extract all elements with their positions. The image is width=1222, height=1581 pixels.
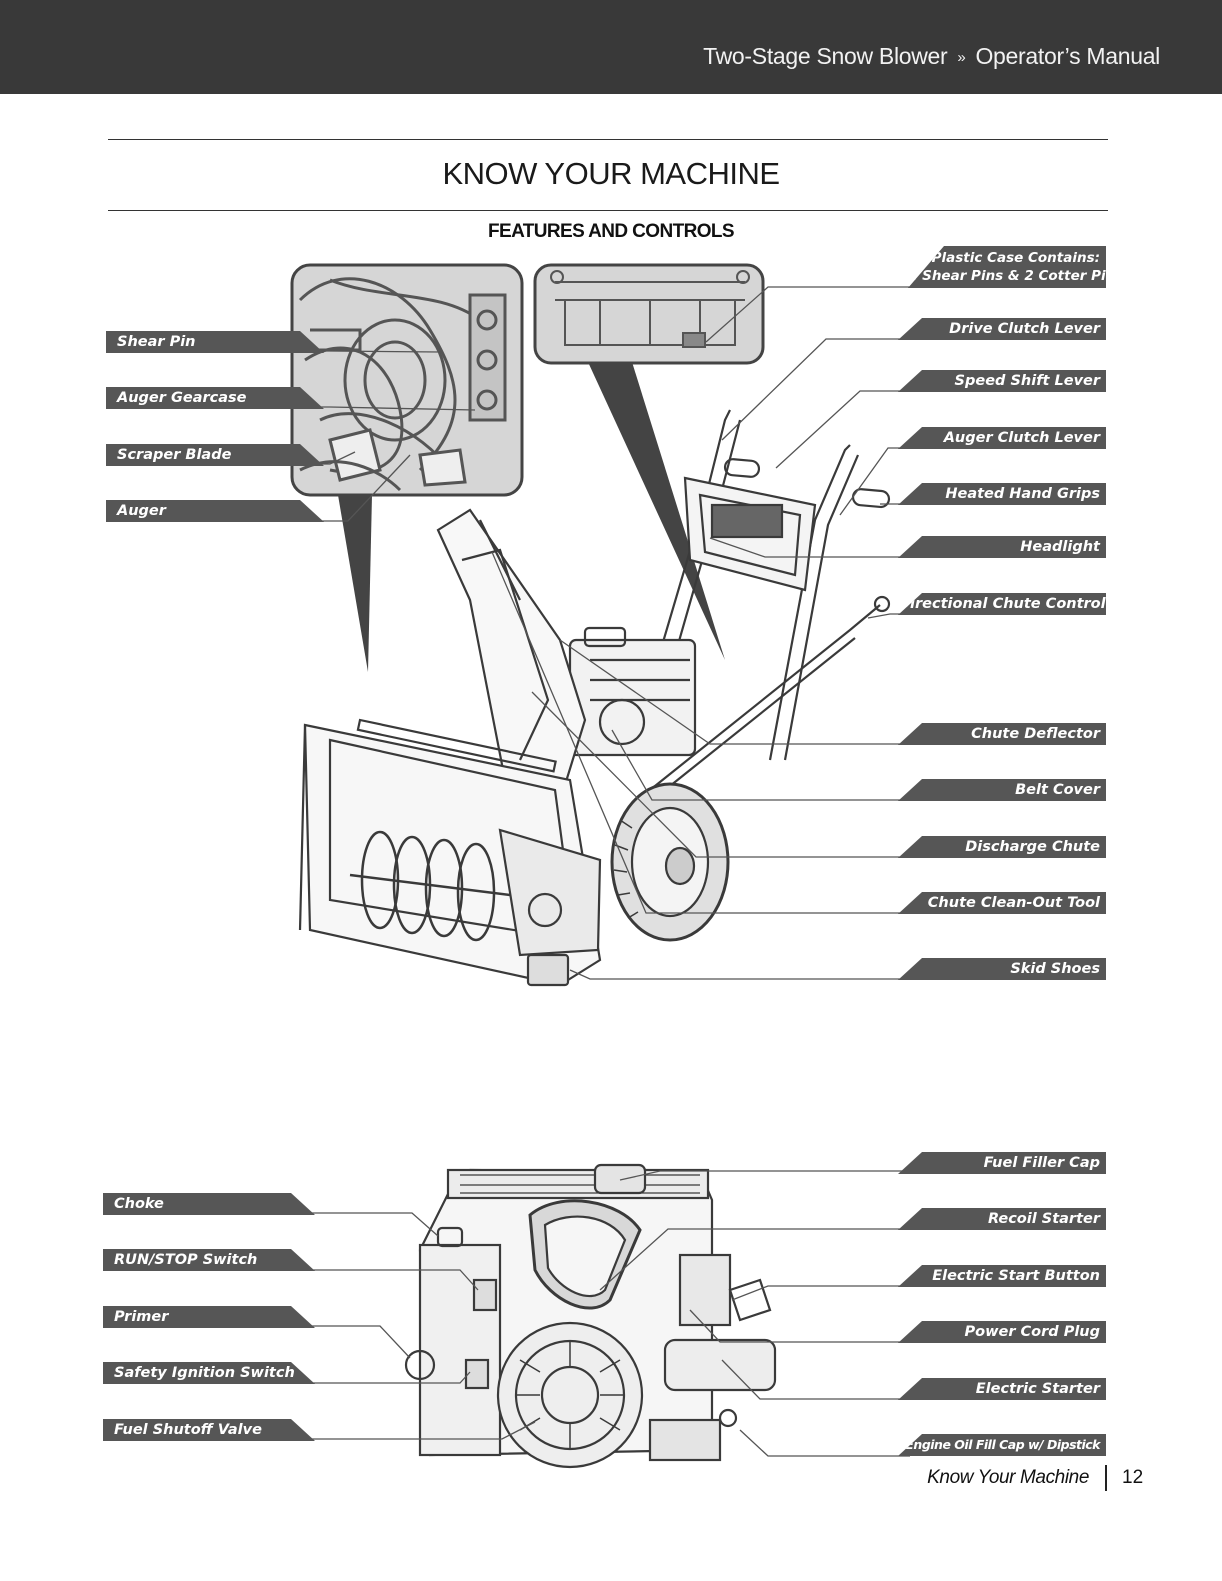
label-headlight: Headlight	[898, 536, 1106, 558]
footer-divider	[1105, 1465, 1107, 1491]
label-auger-clutch-lever: Auger Clutch Lever	[898, 427, 1106, 449]
label-plastic-case: Plastic Case Contains: 2 Shear Pins & 2 …	[908, 246, 1106, 288]
label-safety-ignition-switch: Safety Ignition Switch	[103, 1362, 315, 1384]
label-primer: Primer	[103, 1306, 315, 1328]
label-fuel-shutoff-valve: Fuel Shutoff Valve	[103, 1419, 315, 1441]
label-electric-starter: Electric Starter	[898, 1378, 1106, 1400]
engine-drawing	[404, 1163, 777, 1469]
page-title: KNOW YOUR MACHINE	[442, 156, 780, 191]
label-run-stop-switch: RUN/STOP Switch	[103, 1249, 315, 1271]
header-product: Two-Stage Snow Blower	[703, 43, 948, 69]
label-directional-chute-control: Directional Chute Control	[898, 593, 1106, 615]
label-plastic-case-line2: 2 Shear Pins & 2 Cotter Pins	[908, 268, 1124, 284]
label-power-cord-plug: Power Cord Plug	[898, 1321, 1106, 1343]
label-discharge-chute: Discharge Chute	[898, 836, 1106, 858]
label-fuel-filler-cap: Fuel Filler Cap	[898, 1152, 1106, 1174]
callout-lines	[300, 286, 910, 1457]
label-chute-deflector: Chute Deflector	[898, 723, 1106, 745]
page-footer: Know Your Machine 12	[0, 1465, 1222, 1495]
header-separator: »	[957, 49, 966, 66]
label-electric-start-button: Electric Start Button	[898, 1265, 1106, 1287]
label-auger-gearcase: Auger Gearcase	[106, 387, 324, 409]
header-document: Operator’s Manual	[975, 43, 1160, 69]
plastic-case-inset	[533, 263, 765, 660]
title-bottom-rule	[108, 210, 1108, 211]
label-belt-cover: Belt Cover	[898, 779, 1106, 801]
label-skid-shoes: Skid Shoes	[898, 958, 1106, 980]
label-shear-pin: Shear Pin	[106, 331, 324, 353]
footer-section-name: Know Your Machine	[927, 1467, 1089, 1488]
section-title: FEATURES AND CONTROLS	[487, 221, 735, 242]
label-choke: Choke	[103, 1193, 315, 1215]
label-auger: Auger	[106, 500, 324, 522]
label-speed-shift-lever: Speed Shift Lever	[898, 370, 1106, 392]
label-scraper-blade: Scraper Blade	[106, 444, 324, 466]
label-chute-clean-out-tool: Chute Clean-Out Tool	[898, 892, 1106, 914]
label-plastic-case-line1: Plastic Case Contains:	[931, 250, 1100, 266]
header-title: Two-Stage Snow Blower » Operator’s Manual	[703, 43, 1160, 70]
snow-blower-drawing	[298, 409, 891, 987]
header-bar: Two-Stage Snow Blower » Operator’s Manual	[0, 0, 1222, 94]
page-number: 12	[1122, 1467, 1144, 1488]
label-drive-clutch-lever: Drive Clutch Lever	[898, 318, 1106, 340]
label-heated-hand-grips: Heated Hand Grips	[898, 483, 1106, 505]
label-recoil-starter: Recoil Starter	[898, 1208, 1106, 1230]
title-top-rule	[108, 139, 1108, 140]
label-engine-oil-fill-cap: Engine Oil Fill Cap w/ Dipstick	[898, 1434, 1106, 1456]
